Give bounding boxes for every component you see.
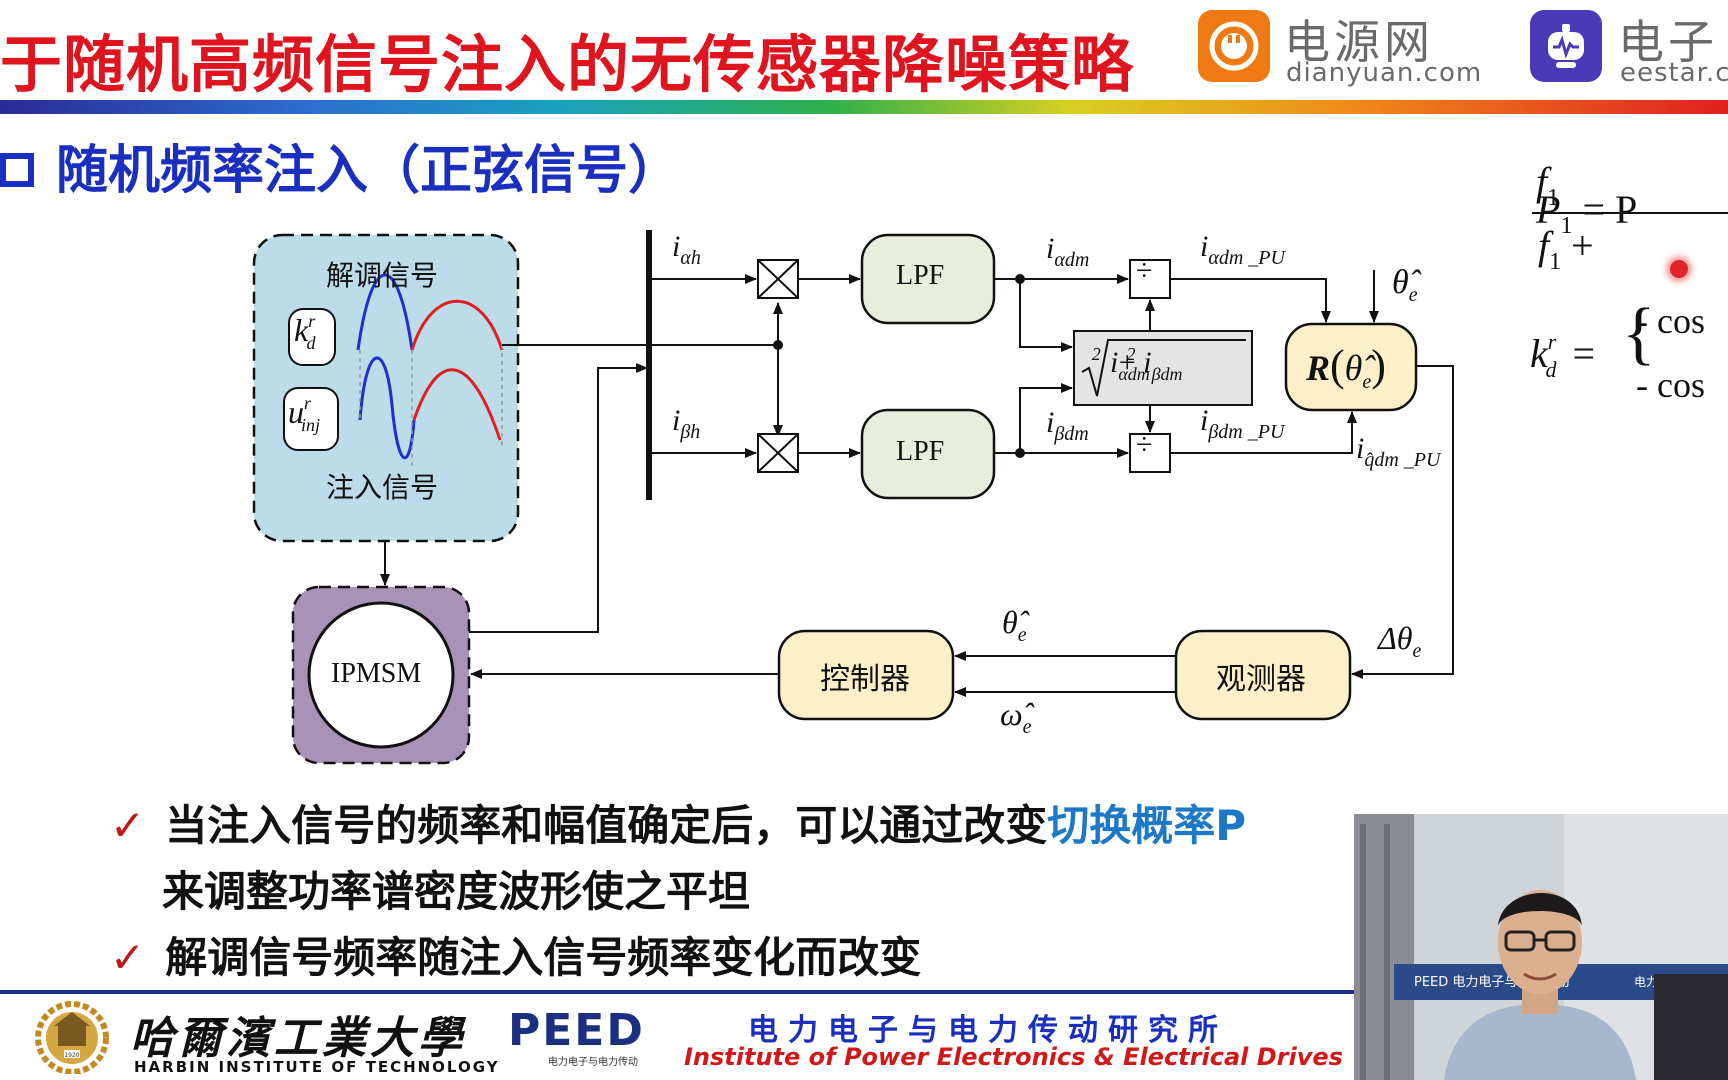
dianyuan-logo (1198, 10, 1270, 82)
case-1: - cos (1636, 301, 1705, 341)
ipmsm-label: IPMSM (331, 658, 422, 689)
bullet-1: ✓当注入信号的频率和幅值确定后，可以通过改变切换概率P (110, 801, 1247, 850)
p1-denominator: f1+ (1538, 223, 1594, 275)
p1-numerator: f1 (1536, 159, 1560, 211)
emblem-year: 1920 (64, 1052, 79, 1059)
divide-symbol-top: ÷ (1136, 254, 1153, 287)
magnitude-expression: iαdm2+ iβdm2 (1091, 344, 1183, 384)
p1-formula: P1 = P (1536, 187, 1638, 239)
multiplier-bottom (757, 433, 799, 473)
demod-sine-blue (356, 273, 414, 351)
peed-logo: PEED (508, 1005, 645, 1056)
theta-hat-feedback-label: θ̂e (1002, 604, 1027, 646)
i-q-dm-pu-label: iq̂dm _PU (1356, 432, 1441, 471)
check-icon: ✓ (110, 801, 146, 850)
header-divider (0, 100, 1728, 114)
lpf-top-label: LPF (896, 260, 945, 291)
observer-label: 观测器 (1216, 662, 1306, 697)
kd-formula: krd= (1530, 329, 1596, 382)
square-bullet-icon (0, 153, 34, 187)
check-icon: ✓ (110, 933, 146, 982)
lpf-bottom-label: LPF (896, 436, 945, 467)
bullet-1-highlight: 切换概率P (1047, 801, 1247, 850)
controller-label: 控制器 (820, 662, 910, 697)
i-beta-dm-label: iβdm (1046, 406, 1089, 445)
observer-box (1174, 629, 1352, 721)
i-alpha-dm-pu-label: iαdm _PU (1200, 230, 1285, 269)
plug-icon (1209, 21, 1259, 71)
eestar-logo-cn: 电子 (1618, 15, 1718, 69)
university-name-cn: 哈爾濱工業大學 (130, 1013, 466, 1064)
i-alpha-dm-label: iαdm (1046, 232, 1090, 271)
multiplier-top (757, 259, 799, 299)
bullet-1-line-2: 来调整功率谱密度波形使之平坦 (162, 867, 751, 916)
footer-divider (0, 990, 1355, 994)
kd-symbol: krd (294, 311, 316, 353)
peed-subtitle: 电力电子与电力传动 (548, 1057, 638, 1068)
webcam-video: PEED 电力电子与电力传动 电力电子与电力传动 (1354, 814, 1728, 1080)
inject-sine-blue (358, 356, 416, 460)
inject-label: 注入信号 (326, 471, 439, 504)
eestar-logo (1530, 10, 1602, 82)
fraction-bar (1532, 212, 1728, 214)
inject-sine-red (412, 368, 502, 441)
university-emblem-icon: 1920 (35, 1001, 109, 1074)
bullet-2: ✓解调信号频率随注入信号频率变化而改变 (110, 933, 922, 982)
webcam-scene: PEED 电力电子与电力传动 电力电子与电力传动 (1354, 814, 1728, 1080)
university-name-en: HARBIN INSTITUTE OF TECHNOLOGY (134, 1058, 500, 1076)
i-beta-dm-pu-label: iβdm _PU (1200, 404, 1285, 443)
institute-name-cn: 电力电子与电力传动研究所 (748, 1013, 1228, 1048)
cursor-pointer-icon (1670, 260, 1688, 278)
divide-symbol-bottom: ÷ (1136, 428, 1153, 461)
brace-icon: { (1622, 295, 1656, 372)
kd-box (288, 308, 336, 366)
section-title: 随机频率注入（正弦信号） (0, 128, 680, 203)
dianyuan-logo-en: dianyuan.com (1286, 58, 1483, 88)
rotation-label: R(θ̂e) (1306, 341, 1386, 393)
uinj-symbol: urinj (288, 393, 321, 435)
omega-hat-label: ω̂e (1000, 696, 1032, 738)
delta-theta-label: Δθe (1378, 620, 1422, 662)
motor-circle (307, 601, 455, 749)
institute-name-en: Institute of Power Electronics & Electri… (684, 1043, 1343, 1071)
i-beta-h-label: iβh (672, 404, 701, 443)
magnitude-box (1073, 330, 1253, 406)
demod-sine-red (410, 299, 504, 351)
uinj-box (283, 387, 339, 451)
dianyuan-logo-cn: 电源网 (1284, 15, 1434, 69)
eestar-logo-en: eestar.c (1620, 58, 1728, 88)
page-title: 于随机高频信号注入的无传感器降噪策略 (0, 28, 1135, 101)
robot-icon (1548, 24, 1584, 68)
i-alpha-h-label: iαh (672, 230, 701, 269)
theta-hat-input-label: θ̂e (1392, 264, 1418, 306)
section-title-text: 随机频率注入（正弦信号） (56, 141, 681, 201)
case-2: - cos (1636, 365, 1705, 405)
demod-label: 解调信号 (326, 259, 439, 292)
